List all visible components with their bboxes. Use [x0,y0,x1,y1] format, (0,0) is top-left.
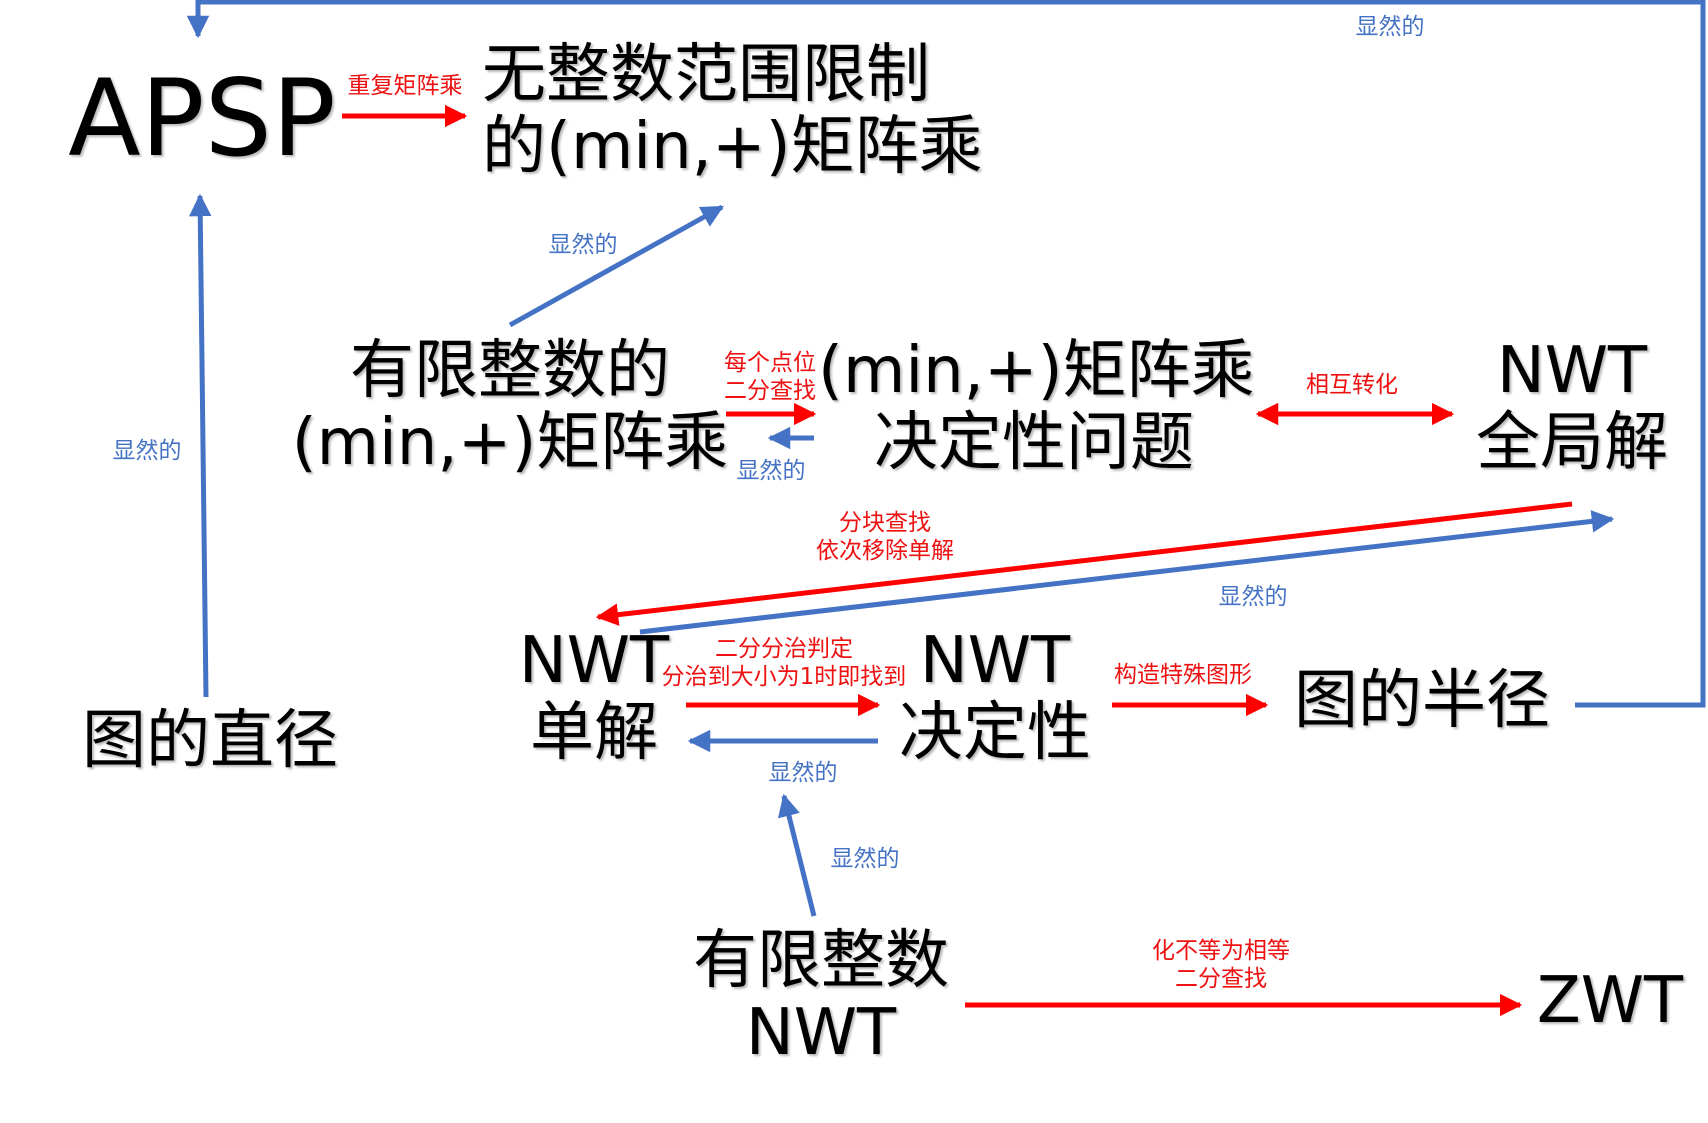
label-decision-to-radius-line: 构造特殊图形 [1114,662,1252,688]
label-decision-global-mutual: 相互转化 [1282,372,1422,400]
node-nwt-single-line-2: 单解 [530,695,658,770]
label-diameter-to-apsp-line: 显然的 [112,438,182,464]
node-bounded-nwt-line-1: 有限整数 [693,924,949,998]
label-global-to-single-line-2: 依次移除单解 [816,537,954,564]
node-nwt-decision-line-2: 决定性 [899,695,1091,770]
label-single-to-decision-line: 显然的 [768,760,838,786]
node-bounded-minplus-line-1: 有限整数的 [350,334,670,408]
node-minplus-decision-line-1: (min,+)矩阵乘 [818,334,1255,408]
label-apsp-to-unbounded: 重复矩阵乘 [330,73,480,101]
node-apsp-line: APSP [68,57,336,180]
edge-radius-to-apsp [186,0,1706,708]
label-bounded-nwt-to-zwt-line-2: 二分查找 [1175,965,1267,992]
node-nwt-decision-line-1: NWT [919,624,1071,698]
label-decision-to-bounded: 显然的 [716,458,826,486]
node-graph-radius: 图的半径 [1272,664,1572,738]
label-single-to-decision: 显然的 [748,760,858,788]
label-diameter-to-apsp: 显然的 [92,438,202,466]
label-bounded-nwt-to-zwt-line-1: 化不等为相等 [1152,938,1290,964]
node-nwt-global-line-2: 全局解 [1476,405,1668,480]
node-graph-diameter-line: 图的直径 [82,704,338,778]
label-bounded-nwt-to-single-line: 显然的 [830,846,900,872]
label-decision-global-mutual-line: 相互转化 [1306,372,1398,398]
node-apsp: APSP [62,58,342,180]
node-bounded-minplus-line-2: (min,+)矩阵乘 [291,405,729,480]
node-bounded-minplus: 有限整数的 (min,+)矩阵乘 [290,334,730,480]
node-minplus-decision: (min,+)矩阵乘 决定性问题 [818,334,1255,480]
label-radius-to-apsp: 显然的 [1330,14,1450,42]
label-bounded-to-decision-line-1: 每个点位 [724,350,816,376]
node-zwt-line: ZWT [1536,964,1684,1038]
edge-bounded-to-unbounded [508,204,724,328]
edge-diameter-to-apsp [188,193,212,698]
node-bounded-nwt: 有限整数 NWT [676,924,966,1070]
label-decision-to-single-line-1: 二分分治判定 [715,636,853,662]
label-global-to-single-line-1: 分块查找 [839,510,931,536]
label-bounded-to-decision-line-2: 二分查找 [724,377,816,404]
node-unbounded-minplus-line-1: 无整数范围限制 [482,38,930,112]
edge-global-to-single [595,501,1573,626]
node-nwt-global-line-1: NWT [1496,334,1648,408]
label-decision-to-bounded-line: 显然的 [736,458,806,484]
node-graph-diameter: 图的直径 [60,704,360,778]
label-bounded-to-unbounded: 显然的 [528,232,638,260]
label-single-to-global-line: 显然的 [1218,584,1288,610]
label-decision-to-single: 二分分治判定 分治到大小为1时即找到 [652,636,916,691]
node-unbounded-minplus-line-2: 的(min,+)矩阵乘 [482,109,983,184]
label-decision-to-radius: 构造特殊图形 [1098,662,1268,690]
edge-bounded-nwt-to-single [777,793,817,917]
node-unbounded-minplus: 无整数范围限制 的(min,+)矩阵乘 [482,38,983,184]
node-nwt-decision: NWT 决定性 [880,624,1110,770]
label-bounded-to-decision: 每个点位 二分查找 [700,350,840,405]
node-graph-radius-line: 图的半径 [1294,664,1550,738]
node-nwt-single: NWT 单解 [504,624,684,770]
label-decision-to-single-line-2: 分治到大小为1时即找到 [661,663,907,690]
node-minplus-decision-line-2: 决定性问题 [874,405,1194,480]
label-global-to-single: 分块查找 依次移除单解 [790,510,980,565]
edge-single-to-global [639,510,1615,635]
node-nwt-single-line-1: NWT [518,624,670,698]
node-bounded-nwt-line-2: NWT [745,995,897,1070]
label-bounded-nwt-to-single: 显然的 [810,846,920,874]
label-single-to-global: 显然的 [1198,584,1308,612]
label-apsp-to-unbounded-line: 重复矩阵乘 [347,73,463,99]
label-bounded-nwt-to-zwt: 化不等为相等 二分查找 [1126,938,1316,993]
node-zwt: ZWT [1520,964,1700,1038]
label-bounded-to-unbounded-line: 显然的 [548,232,618,258]
node-nwt-global: NWT 全局解 [1452,334,1692,480]
label-radius-to-apsp-line: 显然的 [1355,14,1425,40]
